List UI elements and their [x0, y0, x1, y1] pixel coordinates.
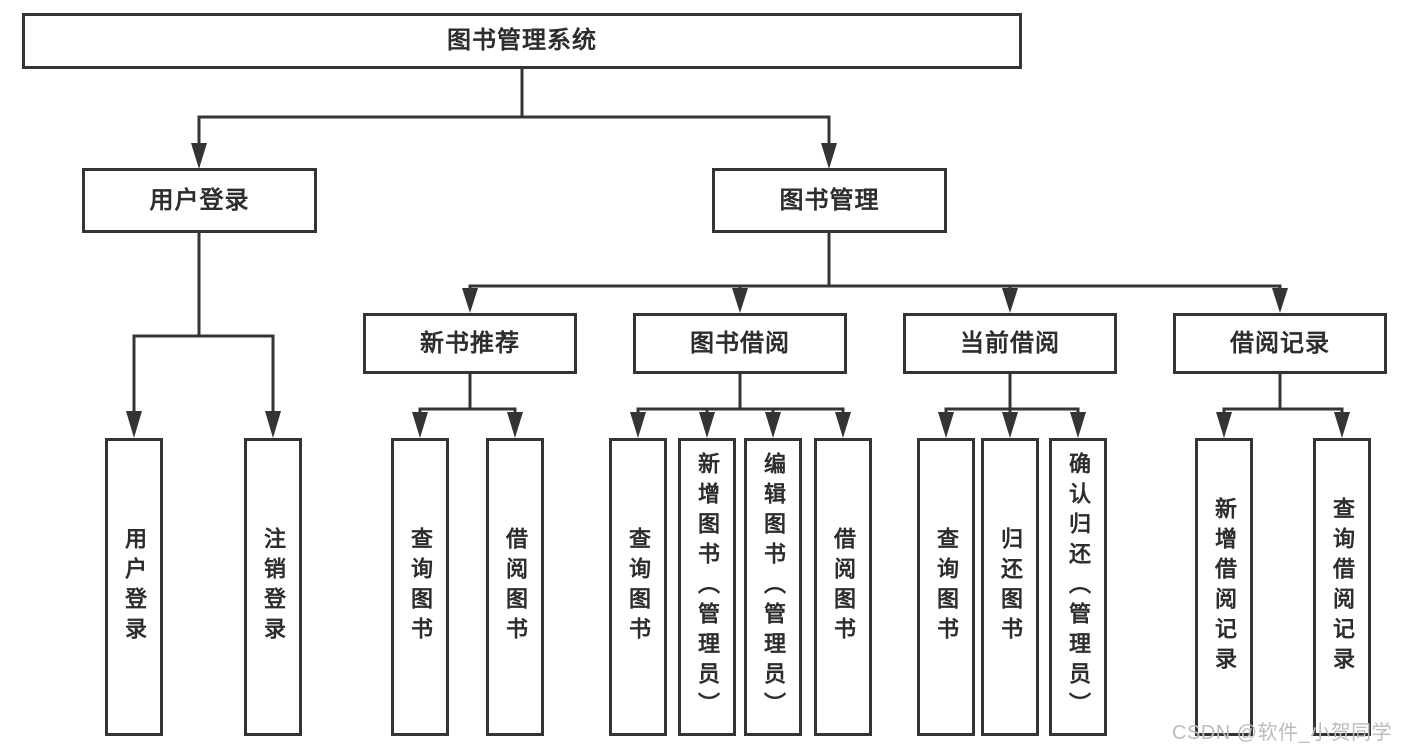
node-label: 查询借阅记录 — [1330, 497, 1355, 677]
node-query-book-current: 查询图书 — [917, 438, 975, 736]
node-current-borrow: 当前借阅 — [903, 313, 1117, 374]
node-borrow-book-recommend: 借阅图书 — [486, 438, 544, 736]
node-edit-book-admin: 编辑图书（管理员） — [744, 438, 802, 736]
watermark: CSDN @软件_小贺同学 — [1172, 722, 1393, 744]
node-query-book-recommend: 查询图书 — [391, 438, 449, 736]
node-add-book-admin: 新增图书（管理员） — [678, 438, 736, 736]
node-label: 归还图书 — [998, 527, 1023, 647]
node-label: 图书管理 — [779, 186, 880, 214]
node-borrow-record: 借阅记录 — [1173, 313, 1387, 374]
node-label: 用户登录 — [122, 527, 147, 647]
node-label: 注销登录 — [261, 527, 286, 647]
node-user-login-action: 用户登录 — [105, 438, 163, 736]
node-label: 借阅图书 — [831, 527, 856, 647]
node-label: 查询图书 — [934, 527, 959, 647]
node-query-book-borrow: 查询图书 — [609, 438, 667, 736]
node-label: 新书推荐 — [420, 329, 520, 357]
node-label: 查询图书 — [626, 527, 651, 647]
connector-root-to-level2 — [191, 67, 837, 169]
node-user-login: 用户登录 — [82, 168, 317, 233]
node-label: 编辑图书（管理员） — [761, 452, 786, 722]
node-library-system: 图书管理系统 — [22, 13, 1022, 69]
node-add-borrow-record: 新增借阅记录 — [1195, 438, 1253, 736]
node-label: 图书借阅 — [690, 329, 790, 357]
node-new-book-recommend: 新书推荐 — [363, 313, 577, 374]
node-label: 确认归还（管理员） — [1066, 452, 1091, 722]
node-label: 当前借阅 — [960, 329, 1060, 357]
node-logout-action: 注销登录 — [244, 438, 302, 736]
node-borrow-book-action: 借阅图书 — [814, 438, 872, 736]
node-label: 借阅图书 — [503, 527, 528, 647]
connector-book-borrow-to-children — [630, 374, 851, 438]
connector-book-management-to-level3 — [462, 233, 1288, 313]
connector-borrow-record-to-children — [1216, 374, 1350, 438]
node-query-borrow-record: 查询借阅记录 — [1313, 438, 1371, 736]
node-return-book: 归还图书 — [981, 438, 1039, 736]
connector-current-borrow-to-children — [938, 374, 1086, 438]
node-label: 图书管理系统 — [447, 27, 597, 54]
node-confirm-return-admin: 确认归还（管理员） — [1049, 438, 1107, 736]
node-label: 用户登录 — [149, 186, 250, 214]
node-book-borrow: 图书借阅 — [633, 313, 847, 374]
node-label: 借阅记录 — [1230, 329, 1330, 357]
node-label: 新增图书（管理员） — [695, 452, 720, 722]
node-label: 查询图书 — [408, 527, 433, 647]
node-label: 新增借阅记录 — [1212, 497, 1237, 677]
connector-user-login-to-children — [126, 233, 281, 438]
node-book-management: 图书管理 — [712, 168, 947, 233]
connector-new-book-to-children — [412, 374, 523, 438]
